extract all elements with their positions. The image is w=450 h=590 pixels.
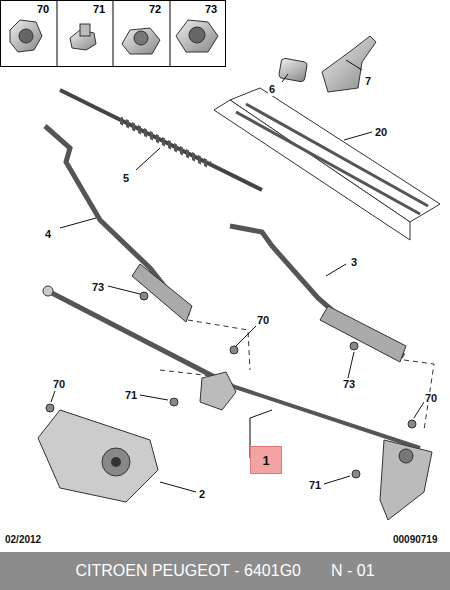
legend-cell: 73 <box>198 2 224 16</box>
footer-band: CITROEN PEUGEOT - 6401G0 N - 01 <box>0 552 450 590</box>
callout-number: 1 <box>262 453 269 468</box>
callout-box: 1 <box>250 446 282 474</box>
part-reference: N - 01 <box>331 562 375 580</box>
callout-number: 73 <box>342 378 356 391</box>
callout-number: 73 <box>91 281 105 294</box>
callout-number: 6 <box>268 83 276 96</box>
callout-number: 70 <box>424 392 438 405</box>
callout-number: 5 <box>122 172 130 185</box>
legend-cell: 71 <box>86 2 112 16</box>
callout-number: 71 <box>308 479 322 492</box>
callout-number: 20 <box>374 126 388 139</box>
legend-cell: 72 <box>142 2 168 16</box>
footnote: 02/2012 <box>4 533 42 546</box>
part-reference: CITROEN PEUGEOT - 6401G0 <box>75 562 301 580</box>
callout-number: 2 <box>198 488 206 501</box>
callout-number: 72 <box>149 3 161 15</box>
footnote: 00090719 <box>392 533 439 546</box>
callout-number: 4 <box>44 228 52 241</box>
callout-number: 71 <box>124 389 138 402</box>
callout-number: 70 <box>256 314 270 327</box>
callout-number: 70 <box>37 3 49 15</box>
callout-number: 3 <box>350 256 358 269</box>
legend-cell: 70 <box>30 2 56 16</box>
callout-number: 70 <box>52 378 66 391</box>
callout-number: 7 <box>364 75 372 88</box>
callout-number: 71 <box>93 3 105 15</box>
callout-number: 73 <box>205 3 217 15</box>
